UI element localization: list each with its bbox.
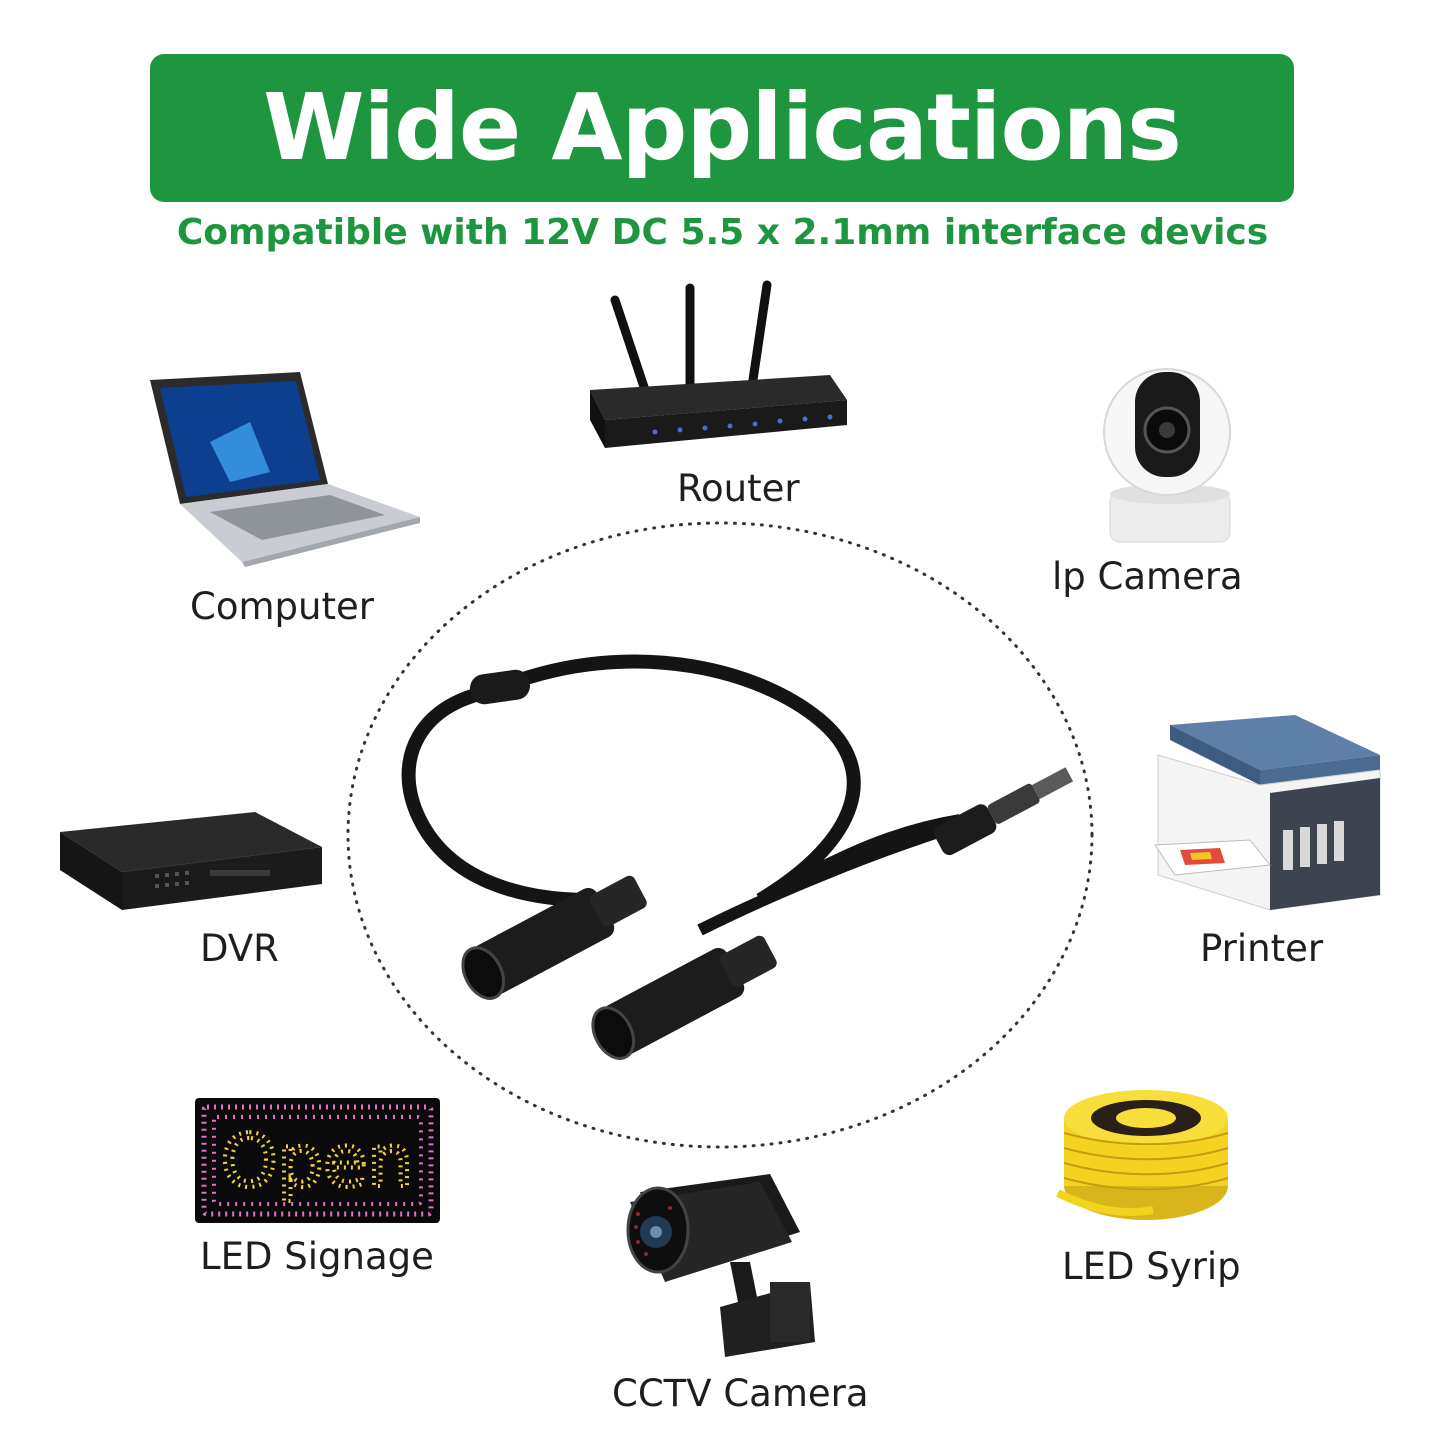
device-label-led-strip: LED Syrip <box>1062 1245 1241 1288</box>
page-subtitle: Compatible with 12V DC 5.5 x 2.1mm inter… <box>176 212 1269 253</box>
dotted-circle <box>346 521 1094 1149</box>
device-label-cctv-camera: CCTV Camera <box>612 1372 869 1415</box>
dvr-icon <box>60 812 322 910</box>
dome-camera-icon <box>1103 368 1231 543</box>
led-sign-icon: Open <box>195 1098 440 1223</box>
led-sign-text: Open <box>221 1119 413 1203</box>
device-label-led-signage: LED Signage <box>200 1235 434 1278</box>
device-label-router: Router <box>677 467 800 510</box>
device-label-dvr: DVR <box>200 927 279 970</box>
bullet-camera-icon <box>626 1174 815 1357</box>
router-icon <box>590 280 847 448</box>
device-label-ip-camera: lp Camera <box>1052 555 1243 598</box>
page-title: Wide Applications <box>263 74 1182 181</box>
led-strip-reel-icon <box>1056 1090 1229 1220</box>
printer-icon <box>1154 715 1381 911</box>
title-banner: Wide Applications <box>150 54 1294 202</box>
laptop-icon <box>150 372 420 567</box>
device-label-printer: Printer <box>1200 927 1324 970</box>
device-label-computer: Computer <box>190 585 374 628</box>
